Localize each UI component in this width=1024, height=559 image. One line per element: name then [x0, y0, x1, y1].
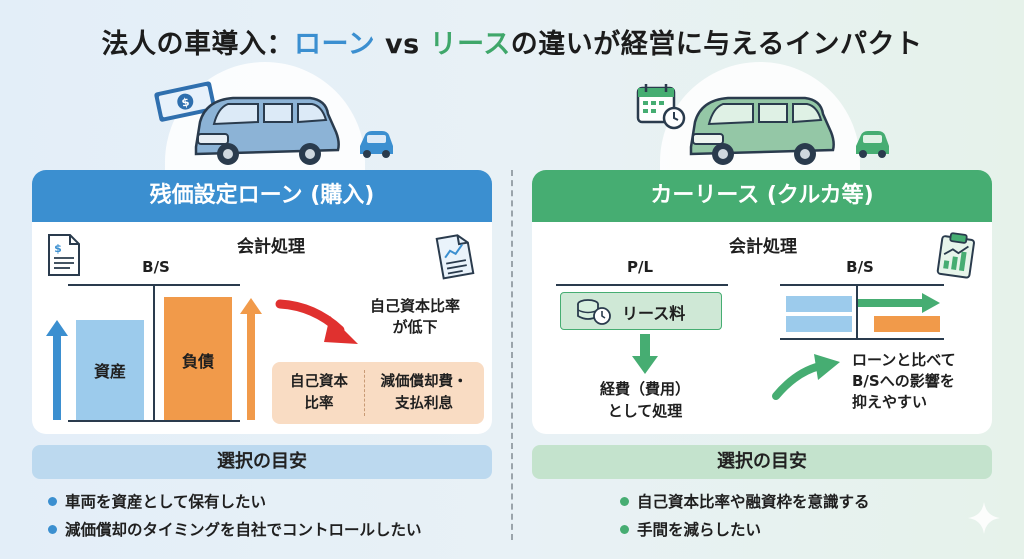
left-bullet-2-text: 減価償却のタイミングを自社でコントロールしたい	[65, 521, 422, 539]
right-van-icon	[689, 96, 835, 165]
bs-center-line	[153, 284, 155, 422]
impact-left-line1: 自己資本	[290, 374, 348, 390]
right-bullet-1-text: 自己資本比率や融資枠を意識する	[637, 493, 870, 511]
right-pl-label: P/L	[626, 258, 654, 276]
right-car-icon	[856, 131, 889, 158]
right-bs-top-line	[780, 284, 944, 286]
impact-box	[272, 362, 484, 424]
title-lease: リース	[429, 29, 511, 60]
document-dollar-icon: $	[48, 234, 80, 276]
left-bullet-2: 減価償却のタイミングを自社でコントロールしたい	[48, 518, 422, 540]
page-title: 法人の車導入：ローン vs リースの違いが経営に与えるインパクト	[0, 22, 1024, 61]
money-icon: $	[154, 81, 217, 122]
decline-arrow	[275, 299, 358, 344]
expense-down-arrow	[632, 334, 658, 374]
reduce-impact-arrow	[772, 354, 840, 400]
right-bullet-2-text: 手間を減らしたい	[637, 521, 762, 539]
right-bs-liability	[874, 316, 940, 332]
right-panel-header: カーリース (クルカ等)	[532, 170, 992, 222]
ratio-note-line2: が低下	[392, 318, 438, 336]
title-part1: 法人の車導入：	[101, 29, 294, 60]
calendar-clock-icon	[636, 84, 686, 130]
left-bullet-1: 車両を資産として保有したい	[48, 490, 266, 512]
sparkle-icon	[968, 502, 1000, 534]
right-accounting-label: 会計処理	[729, 237, 797, 257]
impact-equity-ratio: 自己資本 比率	[276, 371, 362, 415]
ratio-note-line1: 自己資本比率	[369, 297, 460, 315]
ratio-decline-note: 自己資本比率 が低下	[356, 296, 474, 338]
left-panel-header: 残価設定ローン (購入)	[32, 170, 492, 222]
compare-line2: B/Sへの影響を	[852, 372, 955, 390]
impact-depreciation: 減価償却費・ 支払利息	[366, 371, 482, 415]
right-bs-asset-bottom	[786, 316, 852, 332]
impact-left-line2: 比率	[304, 396, 334, 412]
left-bullet-1-text: 車両を資産として保有したい	[65, 493, 267, 511]
liability-up-arrow	[240, 298, 262, 420]
center-divider	[511, 170, 513, 540]
left-bs-label: B/S	[142, 258, 170, 276]
title-loan: ローン	[294, 29, 376, 60]
pl-top-line	[556, 284, 728, 286]
title-part2: の違いが経営に与えるインパクト	[510, 29, 923, 60]
right-bs-label: B/S	[846, 258, 874, 276]
clipboard-chart-icon	[936, 232, 975, 279]
right-bs-bottom-line	[780, 338, 944, 340]
asset-box	[76, 320, 144, 420]
impact-right-line2: 支払利息	[395, 396, 453, 412]
coins-clock-icon	[577, 299, 611, 325]
document-chart-icon	[435, 234, 475, 280]
left-van-icon	[194, 96, 340, 165]
bullet-dot	[620, 525, 629, 534]
bullet-dot	[48, 525, 57, 534]
right-bs-center-line	[856, 284, 858, 340]
impact-box-divider	[364, 370, 365, 416]
right-bs-arrow	[858, 293, 940, 313]
left-guide-header: 選択の目安	[32, 445, 492, 479]
impact-right-line1: 減価償却費・	[380, 374, 468, 390]
asset-label: 資産	[93, 362, 126, 381]
liability-label: 負債	[181, 352, 214, 371]
bullet-dot	[620, 497, 629, 506]
liability-box	[164, 297, 232, 420]
right-bs-asset-top	[786, 296, 852, 312]
lease-fee-label: リース料	[622, 304, 686, 323]
left-accounting-label: 会計処理	[237, 237, 305, 257]
left-car-icon	[360, 131, 393, 158]
right-bullet-2: 手間を減らしたい	[620, 518, 761, 540]
title-vs: vs	[375, 29, 430, 60]
compare-note: ローンと比べて B/Sへの影響を 抑えやすい	[852, 350, 978, 413]
right-bullet-1: 自己資本比率や融資枠を意識する	[620, 490, 870, 512]
right-guide-header: 選択の目安	[532, 445, 992, 479]
asset-up-arrow	[46, 320, 68, 420]
expense-note: 経費（費用） として処理	[580, 378, 710, 422]
expense-line1: 経費（費用）	[599, 380, 690, 398]
expense-line2: として処理	[607, 402, 683, 420]
svg-text:$: $	[180, 95, 190, 109]
compare-line3: 抑えやすい	[852, 393, 928, 411]
bullet-dot	[48, 497, 57, 506]
compare-line1: ローンと比べて	[852, 351, 956, 369]
svg-text:$: $	[54, 242, 62, 255]
